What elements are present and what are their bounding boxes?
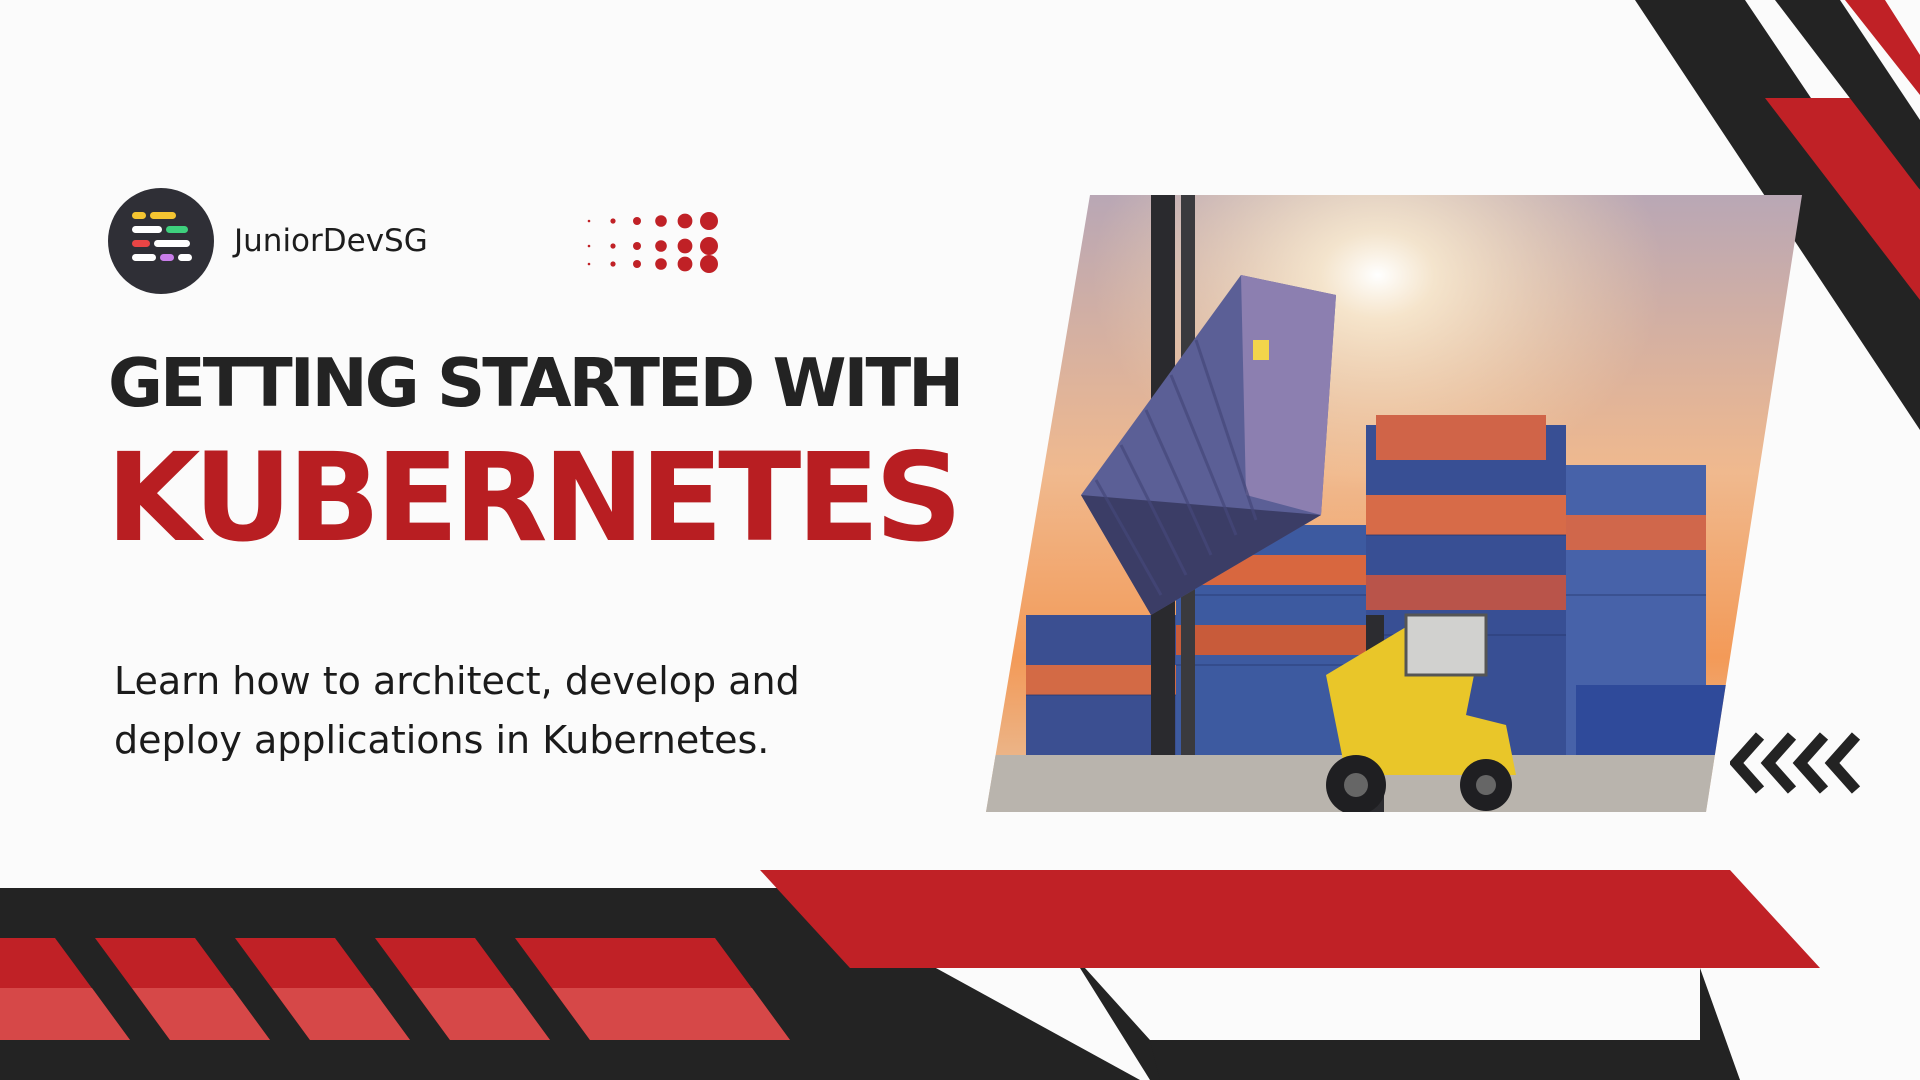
- top-right-red-stripe-2: [1845, 0, 1920, 95]
- halftone-dots-icon: [587, 212, 718, 273]
- title-line-2: KUBERNETES: [106, 427, 963, 569]
- code-lines-logo-icon: [108, 188, 214, 294]
- description: Learn how to architect, develop and depl…: [114, 659, 800, 762]
- bottom-dark-strip: [1150, 1040, 1740, 1080]
- bottom-red-band: [760, 870, 1820, 968]
- red-tile-stripes: [0, 938, 790, 1040]
- title-line-1: GETTING STARTED WITH: [108, 344, 964, 422]
- top-right-red-stripe: [1765, 98, 1920, 300]
- top-right-dark-stripe-2: [1775, 0, 1920, 190]
- brand-name: JuniorDevSG: [234, 223, 428, 259]
- container-forklift-photo: [986, 195, 1802, 812]
- brand: JuniorDevSG: [108, 188, 428, 294]
- double-chevron-left-icon: [1730, 732, 1861, 794]
- bottom-white-wedge: [1085, 968, 1700, 1040]
